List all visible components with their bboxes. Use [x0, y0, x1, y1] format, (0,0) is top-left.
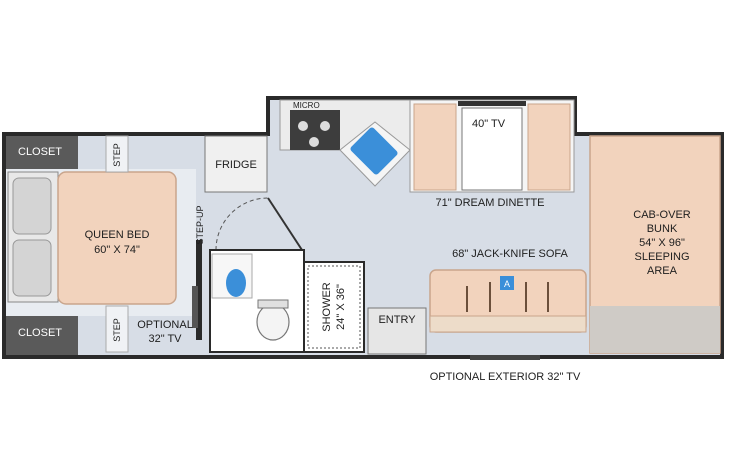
bedroom-partition — [196, 240, 202, 340]
cab-line-1: CAB-OVER — [633, 209, 691, 221]
label-dream-dinette: 71" DREAM DINETTE — [435, 197, 545, 209]
label-closet-top: CLOSET — [18, 146, 63, 158]
shower-line-2: 24" X 36" — [335, 284, 347, 330]
cab-line-5: AREA — [647, 265, 677, 277]
label-sofa-marker: A — [503, 279, 510, 289]
tv-40-mark — [458, 101, 526, 106]
dinette-bench-left — [413, 103, 457, 191]
burner-1 — [298, 121, 308, 131]
toilet-tank — [257, 299, 289, 309]
fridge — [204, 135, 268, 193]
label-optional-exterior-tv: OPTIONAL EXTERIOR 32" TV — [429, 371, 581, 383]
dinette-table — [461, 107, 523, 191]
bath-door — [267, 197, 303, 251]
step-strip-top — [105, 135, 129, 173]
optional-tv-mark — [192, 286, 198, 328]
pillow-top — [12, 177, 52, 235]
optional-tv-line-2: 32" TV — [148, 333, 182, 345]
bath-door-swing — [215, 197, 269, 251]
closet-bottom — [6, 316, 78, 355]
label-step-up: STEP-UP — [195, 205, 205, 245]
label-entry: ENTRY — [378, 314, 416, 326]
optional-tv-line-1: OPTIONAL — [137, 319, 193, 331]
label-jack-knife-sofa: 68" JACK-KNIFE SOFA — [452, 248, 568, 260]
kitchen-sink — [350, 127, 398, 175]
pillow-bottom — [12, 239, 52, 297]
label-queen-bed: QUEEN BED — [84, 229, 150, 241]
closet-top — [6, 136, 78, 169]
label-step-bottom: STEP — [112, 318, 122, 342]
exterior-tv-mark — [470, 355, 540, 360]
cab-line-2: BUNK — [646, 223, 678, 235]
shower-line-1: SHOWER — [321, 282, 333, 332]
shower-pan — [307, 265, 361, 349]
cab-line-4: SLEEPING — [634, 251, 690, 263]
step-strip-bottom — [105, 305, 129, 353]
sofa-marker-box — [500, 276, 514, 290]
sink-basin — [226, 269, 246, 297]
entry-step — [367, 307, 427, 355]
label-cab-over-bunk: CAB-OVER BUNK 54" X 96" SLEEPING AREA — [622, 208, 702, 278]
burner-2 — [320, 121, 330, 131]
label-shower: SHOWER 24" X 36" — [320, 265, 348, 349]
cab-area — [590, 306, 720, 353]
dinette-bench-right — [527, 103, 571, 191]
label-fridge: FRIDGE — [215, 159, 257, 171]
label-micro: MICRO — [293, 101, 320, 110]
label-queen-bed-size: 60" X 74" — [94, 244, 140, 256]
label-step-top: STEP — [112, 143, 122, 167]
toilet-bowl — [256, 303, 290, 341]
sofa-back — [429, 315, 587, 333]
burner-3 — [309, 137, 319, 147]
label-optional-tv: OPTIONAL 32" TV — [134, 318, 196, 346]
label-tv-40: 40" TV — [472, 118, 506, 130]
cab-line-3: 54" X 96" — [639, 237, 685, 249]
label-closet-bottom: CLOSET — [18, 327, 63, 339]
